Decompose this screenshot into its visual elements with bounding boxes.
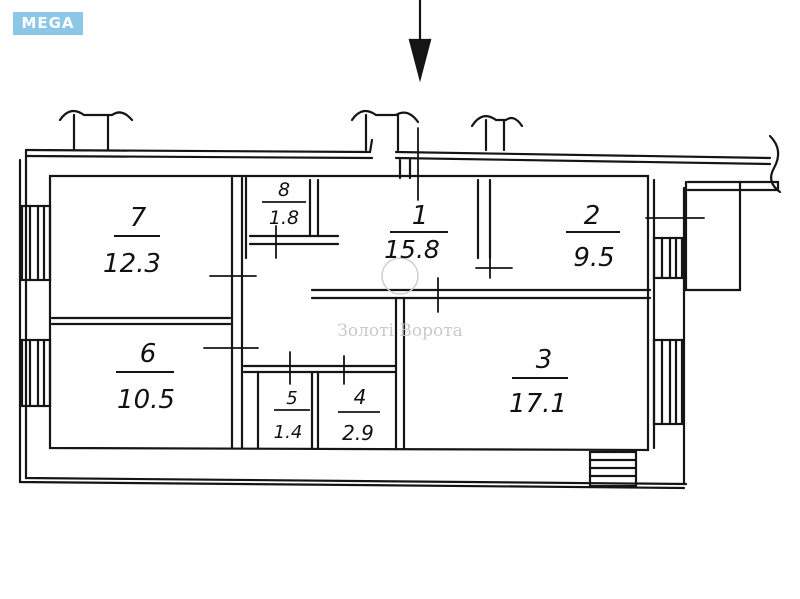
room-area: 10.5 bbox=[117, 385, 175, 415]
room-area: 15.8 bbox=[384, 235, 440, 264]
room-label-8: 8 1.8 bbox=[262, 179, 306, 229]
room-area: 17.1 bbox=[509, 389, 567, 419]
interior-walls bbox=[50, 158, 656, 450]
plan-watermark: Золоті Ворота bbox=[337, 257, 463, 341]
entrance-arrow-icon bbox=[408, 0, 432, 83]
room-number: 3 bbox=[536, 345, 553, 375]
room-area: 12.3 bbox=[103, 249, 161, 279]
room-label-2: 2 9.5 bbox=[566, 201, 620, 273]
door-marks bbox=[203, 127, 705, 385]
window-right-upper bbox=[652, 236, 684, 280]
window-right-lower bbox=[652, 338, 684, 426]
room-number: 8 bbox=[278, 179, 290, 201]
window-left-upper bbox=[20, 204, 52, 282]
outer-walls bbox=[18, 134, 782, 490]
roof-vents bbox=[58, 109, 524, 152]
room-area: 9.5 bbox=[573, 243, 614, 273]
room-label-6: 6 10.5 bbox=[116, 339, 175, 415]
room-area: 1.4 bbox=[274, 422, 303, 443]
room-label-1: 1 15.8 bbox=[384, 201, 448, 264]
plan-watermark-text: Золоті Ворота bbox=[337, 321, 463, 341]
room-label-3: 3 17.1 bbox=[509, 345, 568, 419]
room-area: 2.9 bbox=[342, 421, 374, 445]
room-number: 1 bbox=[412, 201, 429, 231]
room-number: 2 bbox=[584, 201, 601, 231]
room-label-4: 4 2.9 bbox=[338, 385, 380, 445]
stairs bbox=[588, 450, 638, 488]
room-label-5: 5 1.4 bbox=[274, 388, 310, 443]
room-area: 1.8 bbox=[269, 207, 299, 229]
room-number: 4 bbox=[354, 385, 367, 409]
room-label-7: 7 12.3 bbox=[103, 203, 161, 279]
room-number: 6 bbox=[140, 339, 157, 369]
room-number: 5 bbox=[286, 388, 297, 409]
mega-badge: MEGA bbox=[13, 12, 83, 35]
window-left-lower bbox=[20, 338, 52, 408]
room-number: 7 bbox=[130, 203, 147, 233]
